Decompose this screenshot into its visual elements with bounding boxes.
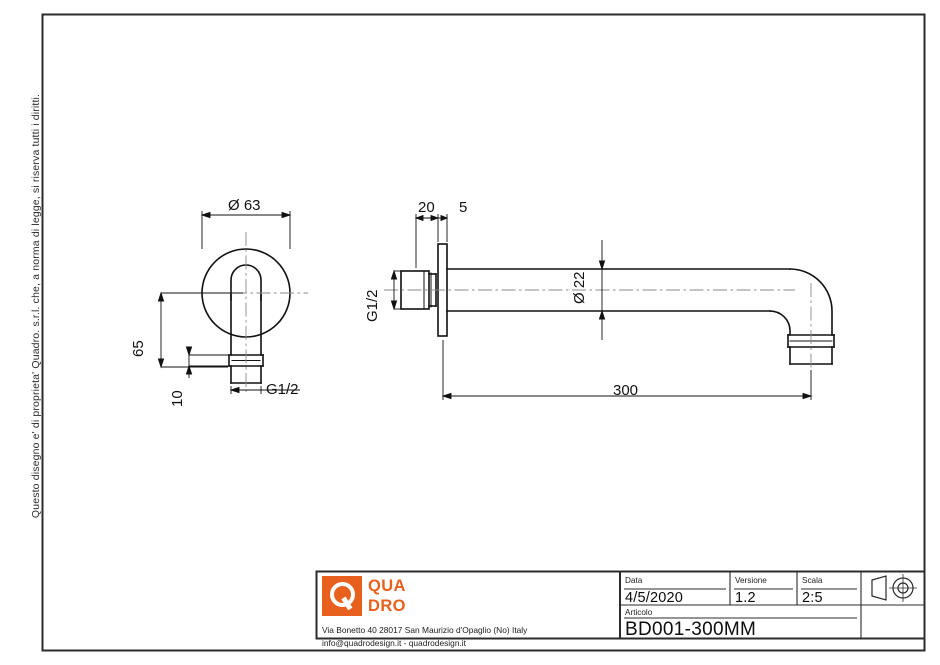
label-scala: Scala xyxy=(802,576,823,585)
first-angle-projection-icon xyxy=(871,574,917,602)
sheet-border xyxy=(41,13,926,652)
address-line-2: info@quadrodesign.it - quadrodesign.it xyxy=(322,638,466,649)
copyright-notice: Questo disegno e' di proprieta' Quadro. … xyxy=(30,93,42,519)
front-view-centerlines xyxy=(186,232,308,392)
company-logo-block: QUA DRO Via Bonetto 40 28017 San Maurizi… xyxy=(322,576,562,648)
side-view-centerlines xyxy=(384,283,812,378)
dim-tube-diameter: Ø 22 xyxy=(571,271,588,304)
thread-label-front: G1/2 xyxy=(266,381,299,398)
logo-wordmark: QUA DRO xyxy=(368,576,406,614)
thread-label-side: G1/2 xyxy=(364,289,381,322)
logo-word-line2: DRO xyxy=(368,596,406,615)
logo-word-line1: QUA xyxy=(368,577,406,595)
label-versione: Versione xyxy=(735,576,767,585)
company-address: Via Bonetto 40 28017 San Maurizio d'Opag… xyxy=(322,624,562,650)
q-ring-shape xyxy=(329,582,355,607)
quadro-q-logo-icon xyxy=(322,576,362,616)
value-versione: 1.2 xyxy=(735,590,756,606)
dim-height-65: 65 xyxy=(130,340,147,357)
side-view-geometry xyxy=(400,243,835,365)
label-data: Data xyxy=(625,576,643,585)
side-view-dimensions xyxy=(390,214,813,400)
dim-5: 5 xyxy=(459,199,468,216)
value-scala: 2:5 xyxy=(802,590,823,606)
logo-row: QUA DRO xyxy=(322,576,562,616)
address-line-1: Via Bonetto 40 28017 San Maurizio d'Opag… xyxy=(322,625,528,635)
front-view-dimensions xyxy=(157,211,300,394)
value-articolo: BD001-300MM xyxy=(625,619,757,640)
dim-height-10: 10 xyxy=(169,390,186,407)
title-block-inner-lines xyxy=(620,571,924,639)
label-articolo: Articolo xyxy=(625,608,653,617)
value-data: 4/5/2020 xyxy=(625,590,684,606)
dim-flange-diameter: Ø 63 xyxy=(228,197,261,214)
dim-20: 20 xyxy=(418,199,435,216)
dim-length-300: 300 xyxy=(613,382,639,399)
